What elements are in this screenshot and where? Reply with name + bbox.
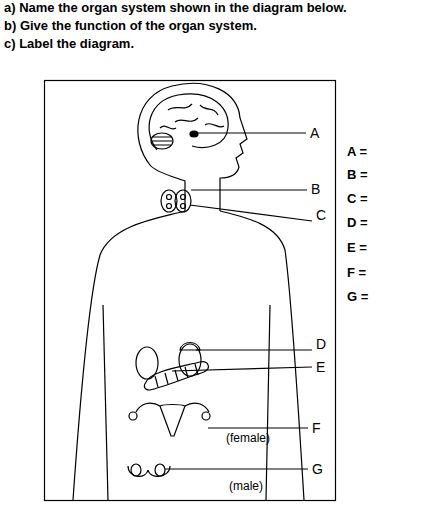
question-text: b) Give the function of the organ system… [4,19,257,34]
sex-note: (female) [226,432,270,446]
scrotum [128,466,170,476]
leader-line [190,205,312,221]
pancreas-texture [155,364,198,387]
answer-line: G = [347,290,368,305]
pancreas [144,362,208,390]
answer-line: D = [347,216,368,231]
brain-folds [160,104,224,129]
body-outline [73,211,185,500]
ovary [202,412,210,420]
thyroid-gland [175,190,191,212]
callout-letter: A [310,125,319,141]
testis [155,464,165,476]
leader-line [198,132,306,133]
cerebellum [151,133,173,149]
body-outline [103,305,108,500]
callout-letter: E [316,359,325,375]
pituitary-gland [190,131,198,137]
answer-line: F = [347,266,366,281]
answer-line: E = [347,241,367,256]
fallopian-tubes [136,403,209,412]
callout-letter: C [316,207,326,223]
adrenal-gland [180,343,200,351]
leader-line [208,427,308,428]
answer-line: B = [347,168,368,183]
callout-letter: D [316,336,326,352]
neck-outline [150,165,185,211]
question-text: c) Label the diagram. [4,37,134,52]
answer-line: C = [347,192,368,207]
answer-line: A = [347,145,367,160]
head-outline [138,83,247,211]
callout-letter: F [312,420,321,436]
cerebellum-folds [152,137,172,145]
leader-line [165,468,308,469]
question-text: a) Name the organ system shown in the di… [4,1,347,16]
leader-line [191,189,307,190]
leader-line [172,367,312,371]
leader-line [196,349,312,350]
uterus [160,405,185,437]
body-outline [266,305,270,500]
sex-note: (male) [229,480,263,494]
callout-letter: B [311,181,320,197]
body-outline [220,211,304,500]
picture-frame [45,81,336,501]
callout-letter: G [312,461,323,477]
brain [149,94,228,150]
ovary [129,412,137,420]
